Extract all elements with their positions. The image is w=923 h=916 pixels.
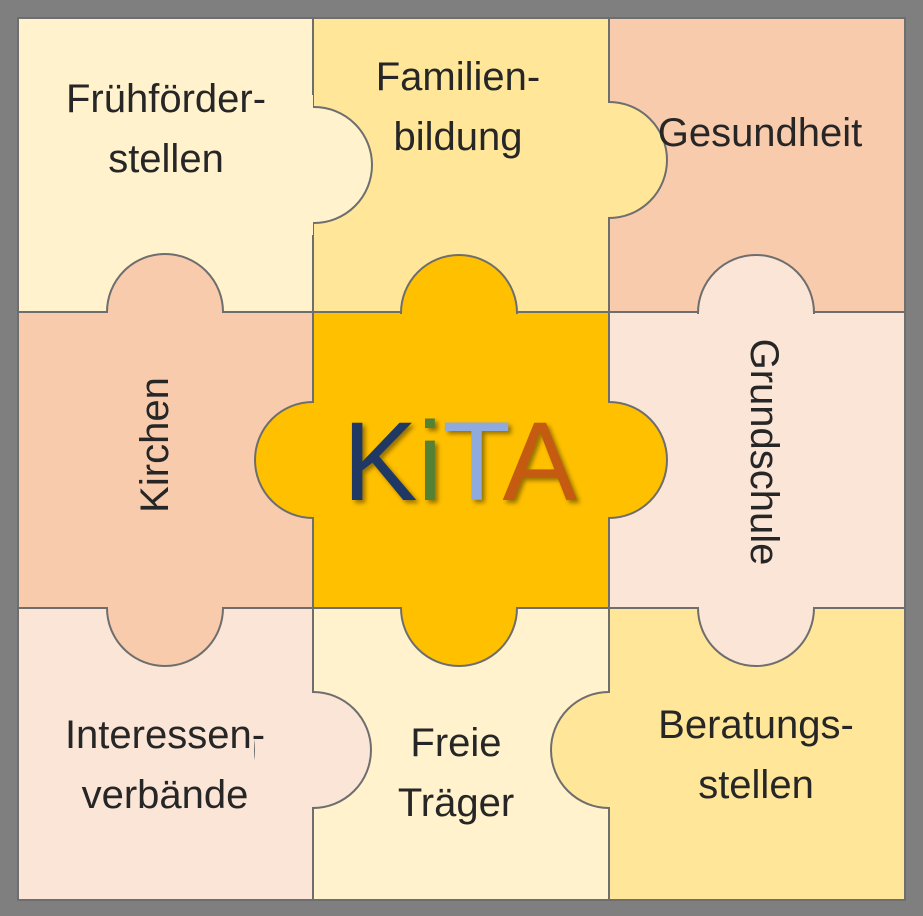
knob-neck <box>389 314 529 372</box>
knob-neck <box>389 548 529 607</box>
knob-neck <box>95 313 235 371</box>
knob-neck <box>255 95 313 235</box>
label-kirchen: Kirchen <box>133 377 177 513</box>
kita-logo: KiTA <box>343 399 578 524</box>
knob-neck <box>686 548 826 607</box>
label-interessenverbaende: Interessen-verbände <box>65 713 265 817</box>
label-familienbildung: Familien-bildung <box>376 55 540 159</box>
label-grundschule: Grundschule <box>742 339 786 566</box>
knob-neck <box>314 390 372 530</box>
label-gesundheit: Gesundheit <box>658 111 863 155</box>
knob-neck <box>95 548 235 607</box>
knob-neck <box>686 314 826 372</box>
knob-neck <box>255 680 312 820</box>
knob-neck <box>550 95 608 235</box>
label-fruehfoerderstellen: Frühförder-stellen <box>66 77 266 181</box>
knob-neck <box>550 390 608 530</box>
label-beratungsstellen: Beratungs-stellen <box>658 703 854 807</box>
knob-neck <box>610 680 668 820</box>
